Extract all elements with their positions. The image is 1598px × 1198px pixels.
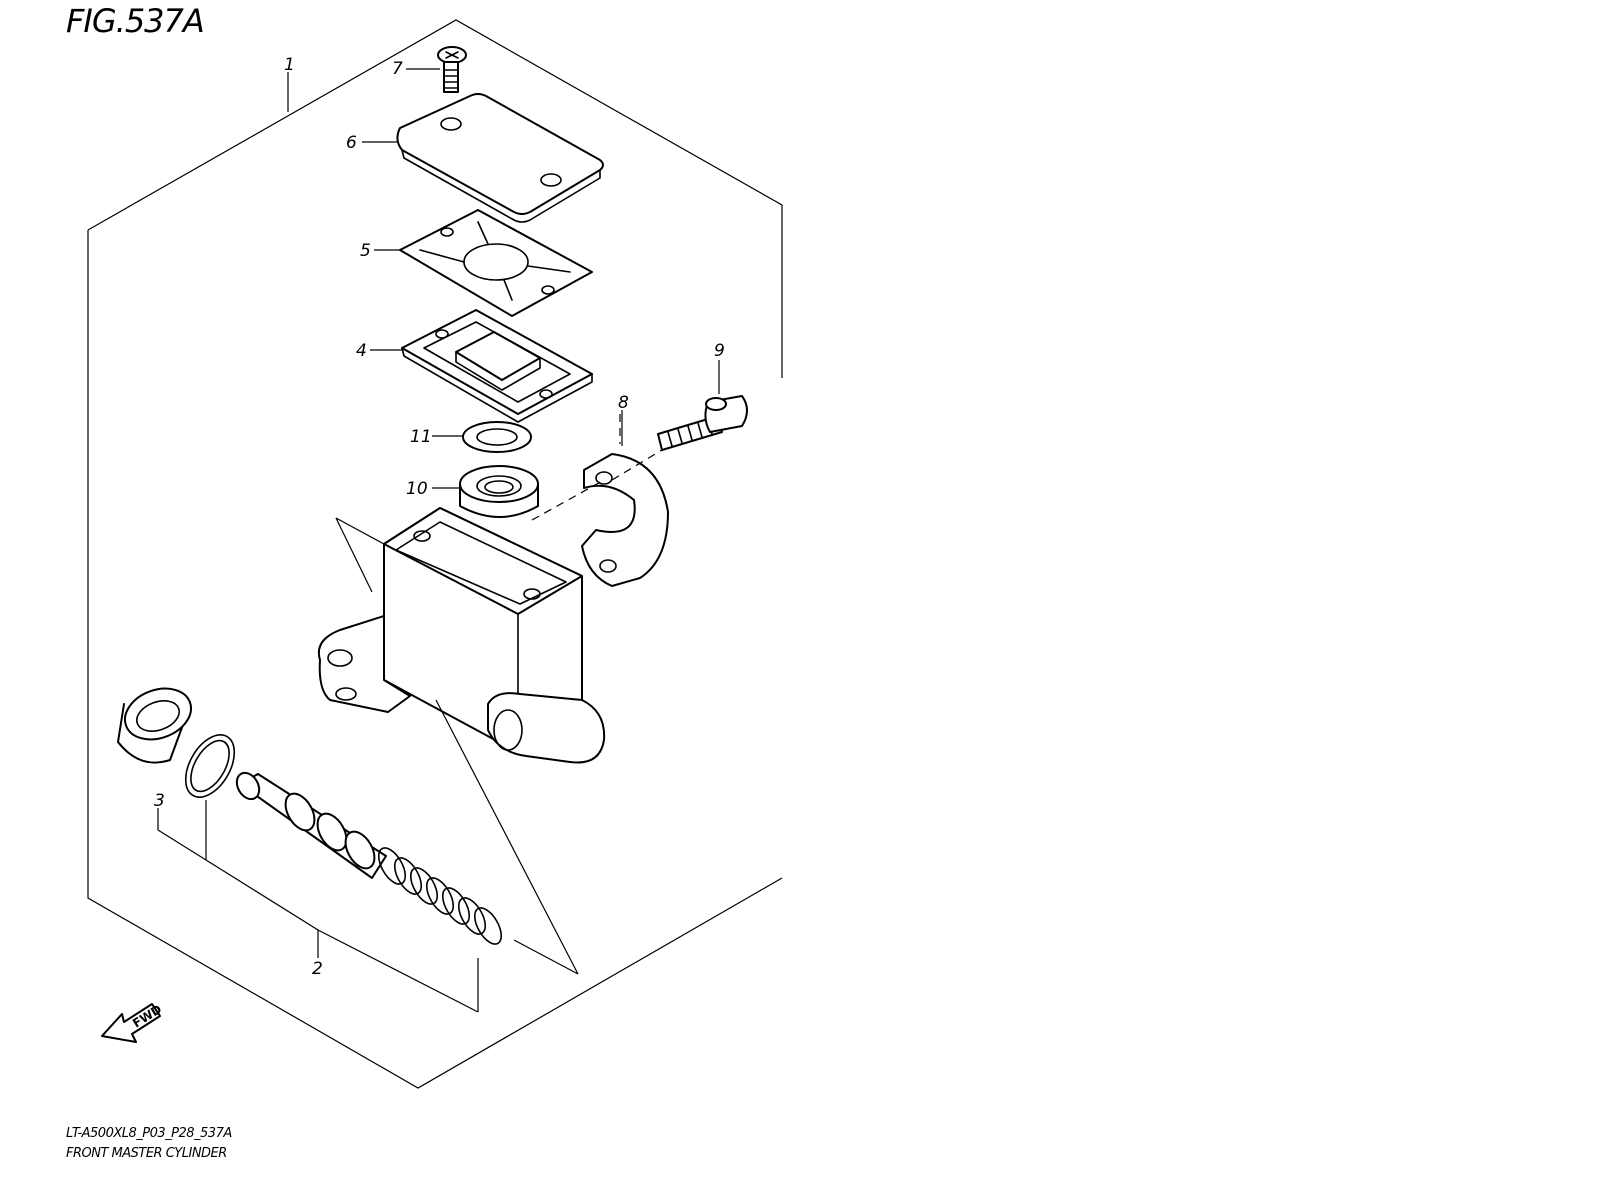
spring-coils <box>377 847 503 945</box>
figure-name: FRONT MASTER CYLINDER <box>66 1146 227 1161</box>
part-5-diaphragm-plate[interactable] <box>399 209 593 317</box>
part-8-clamp[interactable] <box>581 453 669 587</box>
callout-6: 6 <box>346 133 357 153</box>
callout-3: 3 <box>154 791 165 811</box>
callout-4: 4 <box>356 341 367 361</box>
circlip[interactable] <box>176 727 245 806</box>
part-3-boot-cap[interactable] <box>117 680 198 764</box>
callout-2: 2 <box>312 959 323 979</box>
part-4-diaphragm[interactable] <box>401 309 593 423</box>
part-10-boot[interactable] <box>459 465 539 518</box>
figure-code: LT-A500XL8_P03_P28_537A <box>66 1126 232 1141</box>
callout-10: 10 <box>406 479 428 499</box>
part-6-reservoir-cap[interactable] <box>396 93 604 223</box>
part-7-screw[interactable] <box>437 46 467 93</box>
callout-9: 9 <box>714 341 725 361</box>
leader-lines <box>157 68 720 1013</box>
part-11-ring[interactable] <box>462 421 532 453</box>
master-cylinder-body[interactable] <box>318 507 606 764</box>
assembly-outline <box>87 19 783 1089</box>
callout-1: 1 <box>284 55 295 75</box>
callout-5: 5 <box>360 241 371 261</box>
callout-11: 11 <box>410 427 432 447</box>
part-9-bolt[interactable] <box>657 395 748 451</box>
callout-8: 8 <box>618 393 629 413</box>
callout-7: 7 <box>392 59 403 79</box>
callout-labels: 1 2 3 4 5 6 7 8 9 10 11 <box>154 55 725 979</box>
part-2-piston-spring[interactable] <box>232 769 506 948</box>
assembly-guide-lines <box>335 414 663 975</box>
fwd-arrow-icon: FWD <box>101 1002 164 1043</box>
figure-title: FIG.537A <box>66 2 205 40</box>
